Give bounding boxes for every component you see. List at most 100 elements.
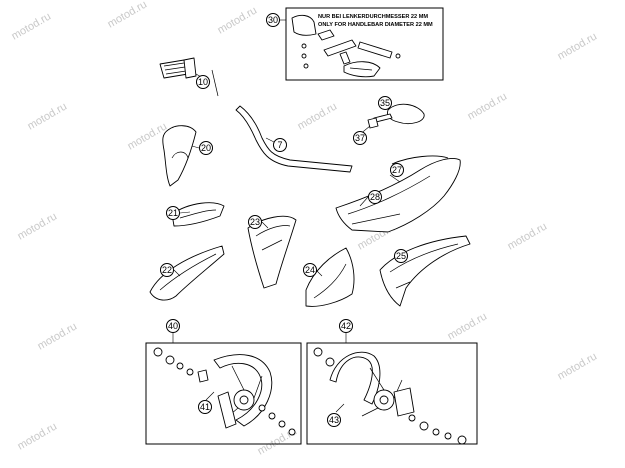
watermark: motod.ru: [126, 120, 170, 152]
spacer: [419, 421, 429, 431]
callout-7: 7: [273, 138, 287, 152]
bearing-seal: [153, 347, 163, 357]
callout-25: 25: [394, 249, 408, 263]
rear-hub-center: [379, 395, 389, 405]
bearing-seal: [313, 347, 323, 357]
bearing: [325, 357, 335, 367]
seat-28-edge: [347, 175, 431, 225]
leader-43: [335, 403, 345, 413]
callout-28: 28: [368, 190, 382, 204]
brake-disc-front: [217, 391, 237, 429]
callout-22-label: 22: [162, 265, 172, 275]
callout-24: 24: [303, 263, 317, 277]
guard-clamp-upper: [317, 29, 335, 41]
spacer: [268, 412, 276, 420]
side-cover-21-edge: [179, 209, 217, 219]
tank-spoiler-23-edge: [255, 225, 291, 251]
spacer: [288, 428, 296, 436]
guard-bar: [357, 41, 393, 59]
guard-clamp-lower: [339, 51, 351, 65]
callout-7-label: 7: [277, 140, 282, 150]
callout-20: 20: [199, 141, 213, 155]
callout-40: 40: [166, 319, 180, 333]
grip-flange: [183, 57, 197, 79]
watermark: motod.ru: [36, 320, 80, 352]
hand-guard-upper: [291, 14, 317, 36]
callout-27-label: 27: [392, 165, 402, 175]
rear-fender-25-edge: [389, 243, 459, 289]
watermark: motod.ru: [556, 30, 600, 62]
watermark: motod.ru: [466, 90, 510, 122]
watermark-layer: motod.ru motod.ru motod.ru motod.ru moto…: [10, 0, 600, 458]
bolt: [301, 53, 307, 59]
seal: [432, 428, 440, 436]
callout-35: 35: [378, 96, 392, 110]
leader-41: [205, 391, 215, 401]
cable: [211, 69, 219, 97]
bearing: [258, 404, 266, 412]
leader-23: [261, 221, 269, 229]
watermark: motod.ru: [556, 350, 600, 382]
callout-22: 22: [160, 263, 174, 277]
leader-7: [265, 137, 275, 143]
headlight-mask: [162, 125, 197, 187]
callout-40-label: 40: [168, 321, 178, 331]
leader-21: [179, 211, 191, 214]
number-plate-24-edge: [313, 263, 347, 299]
mirror-head: [387, 103, 425, 125]
guard-bracket: [323, 39, 357, 57]
callout-10-label: 10: [198, 77, 208, 87]
callout-41: 41: [198, 400, 212, 414]
callout-42: 42: [339, 319, 353, 333]
axle-spacer: [197, 369, 209, 383]
callout-24-label: 24: [305, 265, 315, 275]
bolt: [303, 63, 309, 69]
callout-37: 37: [353, 131, 367, 145]
bearing: [165, 355, 175, 365]
watermark: motod.ru: [296, 100, 340, 132]
watermark: motod.ru: [16, 420, 60, 452]
front-hub-center: [239, 395, 249, 405]
side-panel-22-edge: [159, 253, 217, 291]
leader-20: [191, 145, 200, 149]
callout-37-label: 37: [355, 133, 365, 143]
front-wheel-group: [145, 342, 302, 445]
grip-group: [159, 57, 219, 97]
watermark: motod.ru: [16, 210, 60, 242]
callout-30-label: 30: [268, 15, 278, 25]
callout-41-label: 41: [200, 402, 210, 412]
watermark: motod.ru: [446, 310, 490, 342]
leader-22: [173, 269, 181, 277]
tank-spoiler-23: [247, 215, 297, 289]
watermark: motod.ru: [26, 100, 70, 132]
leader-27: [389, 174, 401, 183]
headlight-opening: [171, 151, 189, 159]
watermark: motod.ru: [10, 10, 54, 42]
spacer: [186, 368, 194, 376]
rear-rim: [329, 351, 381, 405]
handlebar-note-line1: NUR BEI LENKERDURCHMESSER 22 MM: [318, 14, 428, 20]
callout-23-label: 23: [250, 217, 260, 227]
rear-fender-25: [379, 235, 471, 307]
callout-35-label: 35: [380, 98, 390, 108]
seal: [278, 420, 286, 428]
seat-group: [335, 155, 461, 233]
handlebar: [235, 105, 353, 173]
bearing: [408, 414, 416, 422]
callout-23: 23: [248, 215, 262, 229]
mirror-group: [367, 103, 425, 129]
handguard-kit-group: NUR BEI LENKERDURCHMESSER 22 MM ONLY FOR…: [285, 7, 444, 81]
spacer: [176, 362, 184, 370]
side-cover-21: [171, 202, 225, 227]
callout-28-label: 28: [370, 192, 380, 202]
watermark: motod.ru: [106, 0, 150, 31]
seat-cover-27: [391, 155, 449, 165]
bearing: [457, 435, 467, 445]
watermark: motod.ru: [506, 220, 550, 252]
callout-30: 30: [266, 13, 280, 27]
rear-wheel-box: [306, 342, 478, 445]
callout-42-label: 42: [341, 321, 351, 331]
handlebar-note-line2: ONLY FOR HANDLEBAR DIAMETER 22 MM: [318, 22, 433, 28]
